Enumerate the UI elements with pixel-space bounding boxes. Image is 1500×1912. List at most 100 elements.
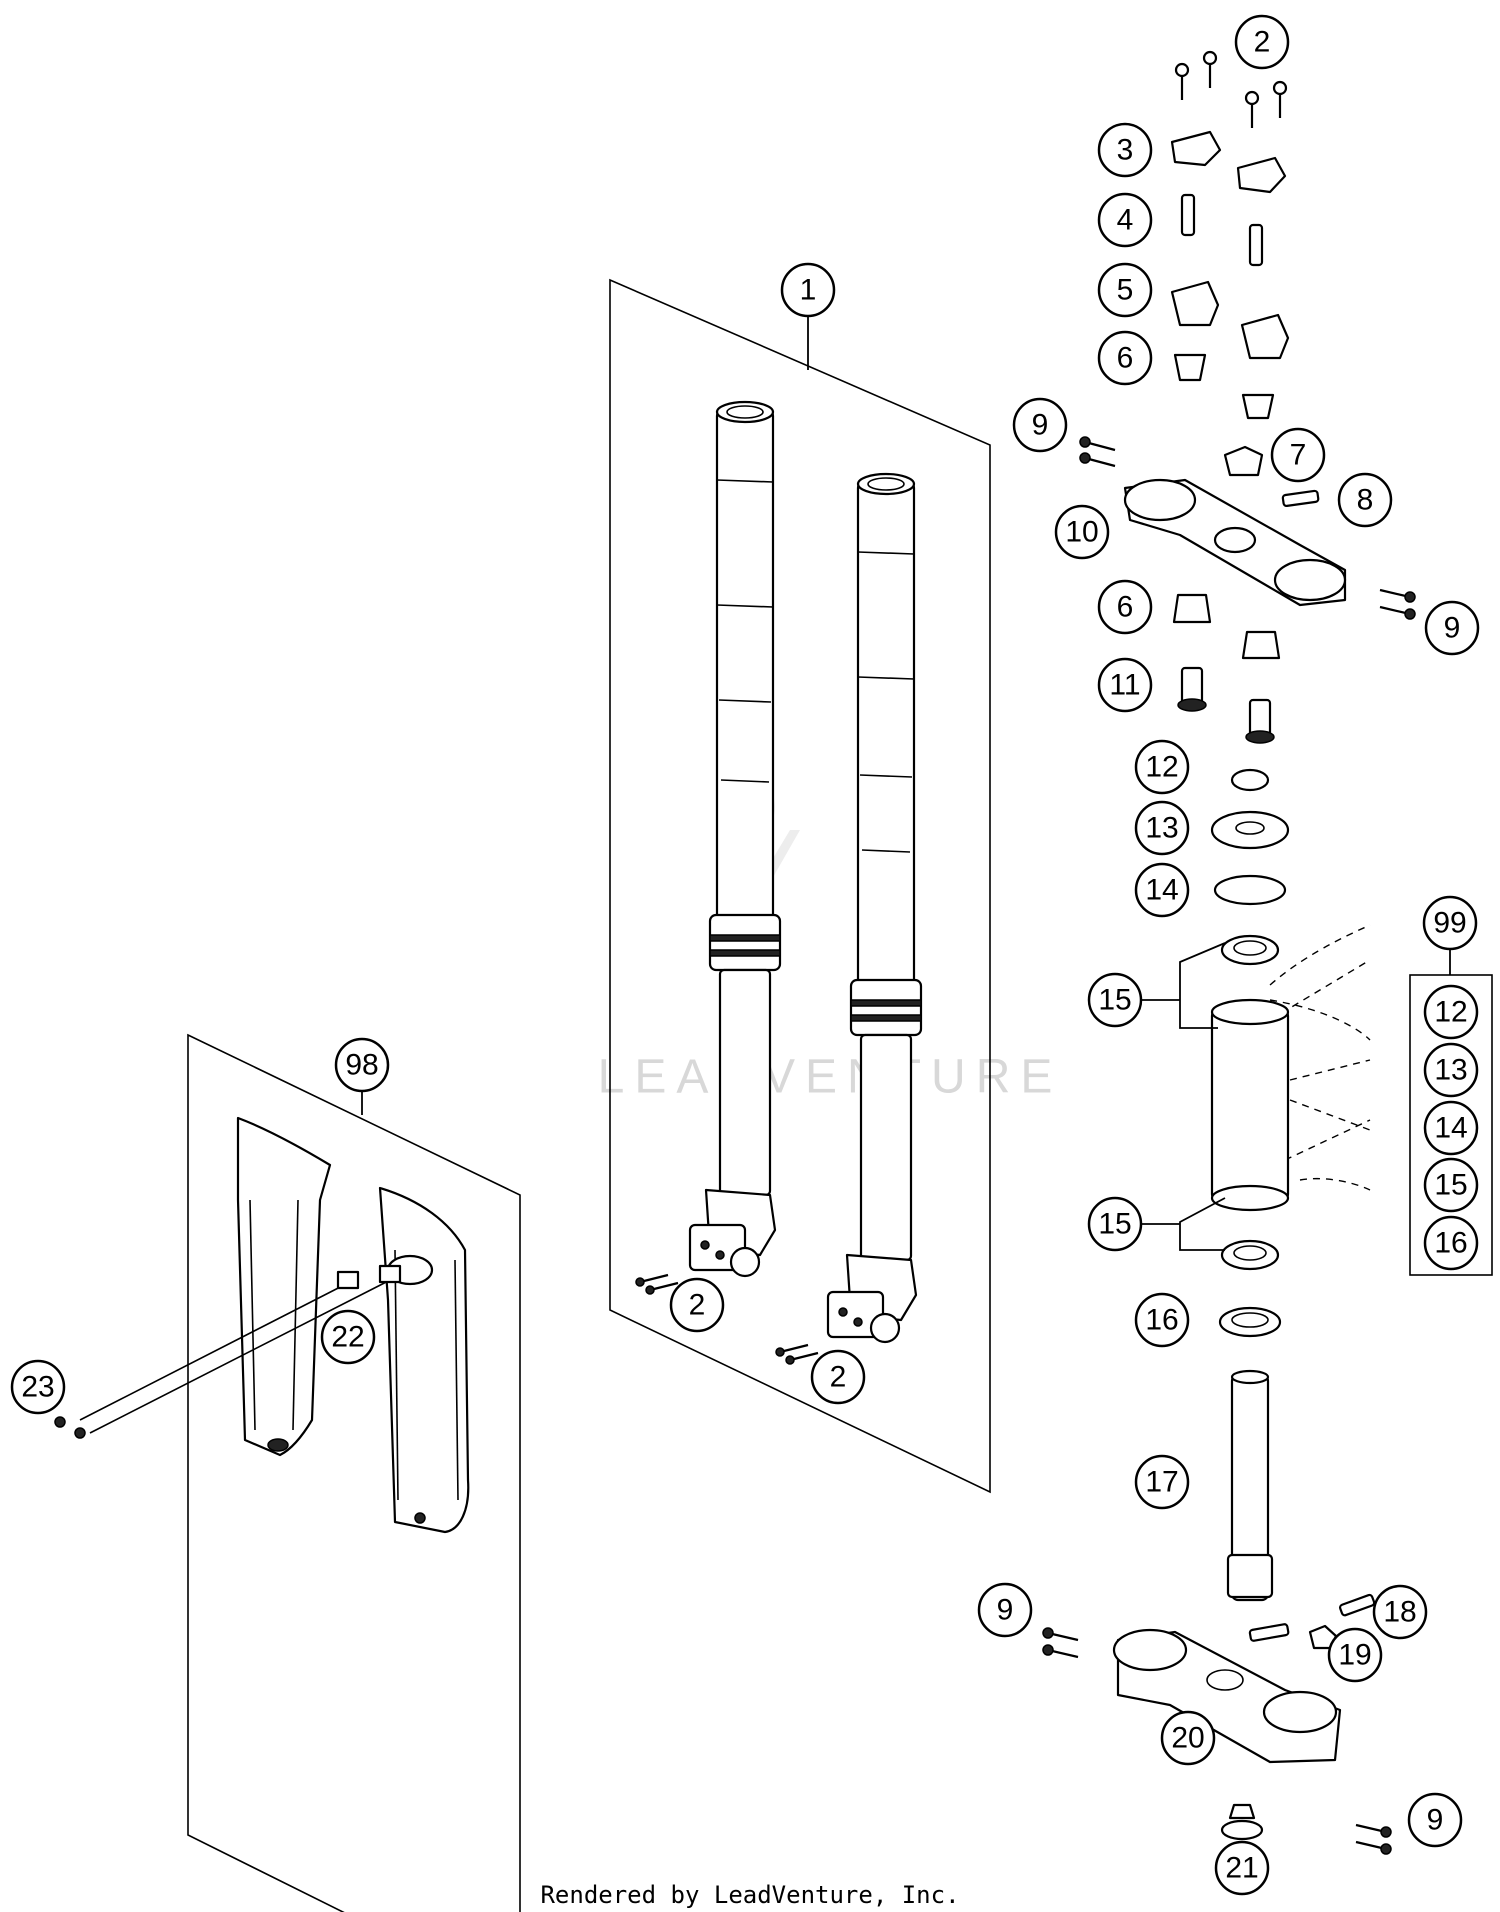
- callout-20: 20: [1160, 1710, 1216, 1766]
- upper-triple-clamp: [1123, 478, 1347, 607]
- svg-text:6: 6: [1117, 591, 1134, 624]
- callout-99: 99: [1422, 895, 1478, 951]
- callout-15-lower: 15: [1087, 1196, 1143, 1252]
- svg-text:15: 15: [1098, 984, 1131, 1017]
- svg-text:15: 15: [1098, 1208, 1131, 1241]
- lower-stem-nut: [1220, 1803, 1264, 1841]
- steering-stem-nut: [1223, 445, 1264, 477]
- top-clamp-bolt: [1281, 489, 1320, 508]
- svg-text:2: 2: [689, 1289, 706, 1322]
- handlebar-holders: [1170, 280, 1290, 360]
- callout-16: 16: [1134, 1292, 1190, 1348]
- steering-stem: [1226, 1369, 1274, 1602]
- callout-12: 12: [1134, 739, 1190, 795]
- callout-2-right-leg: 2: [810, 1349, 866, 1405]
- svg-text:2: 2: [830, 1361, 847, 1394]
- svg-text:13: 13: [1145, 812, 1178, 845]
- svg-text:8: 8: [1357, 484, 1374, 517]
- svg-text:19: 19: [1338, 1639, 1371, 1672]
- svg-text:1: 1: [800, 274, 817, 307]
- svg-text:12: 12: [1434, 996, 1467, 1029]
- fork-guard-left: [236, 1116, 332, 1457]
- callout-4: 4: [1097, 192, 1153, 248]
- callout-11: 11: [1097, 657, 1153, 713]
- callout-98: 98: [334, 1037, 390, 1093]
- svg-text:17: 17: [1145, 1466, 1178, 1499]
- lower-clamp-bolts-right: [1355, 1823, 1392, 1855]
- svg-text:7: 7: [1290, 439, 1307, 472]
- handlebar-clamp-top: [1170, 130, 1287, 194]
- watermark-text: LEADVENTURE: [598, 1051, 1063, 1104]
- svg-text:98: 98: [345, 1049, 378, 1082]
- svg-text:9: 9: [1032, 409, 1049, 442]
- callout-13: 13: [1134, 800, 1190, 856]
- callout-15-upper: 15: [1087, 972, 1143, 1028]
- svg-text:9: 9: [1427, 1804, 1444, 1837]
- panel-fork-guards: [187, 1033, 521, 1912]
- svg-text:14: 14: [1434, 1112, 1467, 1145]
- top-clamp-bolts-left: [1079, 436, 1116, 468]
- svg-text:15: 15: [1434, 1169, 1467, 1202]
- svg-text:16: 16: [1434, 1227, 1467, 1260]
- svg-text:16: 16: [1145, 1304, 1178, 1337]
- svg-text:10: 10: [1065, 516, 1098, 549]
- callout-19: 19: [1327, 1627, 1383, 1683]
- svg-text:2: 2: [1254, 26, 1271, 59]
- callout-6-upper: 6: [1097, 330, 1153, 386]
- kit-99-item-13: 13: [1423, 1042, 1479, 1098]
- steering-stop-bolt: [1248, 1593, 1376, 1642]
- svg-text:23: 23: [21, 1371, 54, 1404]
- svg-text:99: 99: [1433, 907, 1466, 940]
- fork-leg-left: [688, 400, 782, 1278]
- kit-99-item-16: 16: [1423, 1215, 1479, 1271]
- handlebar-mount-bolts: [1180, 193, 1264, 267]
- callout-18: 18: [1372, 1584, 1428, 1640]
- svg-text:4: 4: [1117, 204, 1134, 237]
- svg-text:9: 9: [1444, 612, 1461, 645]
- callout-7: 7: [1270, 427, 1326, 483]
- svg-text:18: 18: [1383, 1596, 1416, 1629]
- callout-9-lower-left: 9: [977, 1582, 1033, 1638]
- callout-14: 14: [1134, 862, 1190, 918]
- top-clamp-bolts-right: [1379, 588, 1416, 620]
- lower-seal-ring: [1218, 1306, 1282, 1338]
- svg-text:6: 6: [1117, 342, 1134, 375]
- svg-text:13: 13: [1434, 1054, 1467, 1087]
- kit-99-item-12: 12: [1423, 984, 1479, 1040]
- fork-leg-right: [826, 472, 923, 1344]
- fork-guard-right: [378, 1186, 470, 1534]
- guard-screws: [54, 1264, 402, 1439]
- clamp-bolts-right-leg: [775, 1343, 819, 1365]
- callout-21: 21: [1214, 1840, 1270, 1896]
- svg-text:14: 14: [1145, 874, 1178, 907]
- panel-fork-assembly: [609, 278, 991, 1494]
- svg-text:22: 22: [331, 1321, 364, 1354]
- clamp-bolts-left-leg: [635, 1273, 679, 1295]
- svg-text:5: 5: [1117, 274, 1134, 307]
- callout-8: 8: [1337, 472, 1393, 528]
- rubber-bushings-upper: [1173, 353, 1275, 420]
- callout-9-lower-right: 9: [1407, 1792, 1463, 1848]
- lower-clamp-bolts-left: [1042, 1627, 1079, 1659]
- callout-5: 5: [1097, 262, 1153, 318]
- svg-text:3: 3: [1117, 134, 1134, 167]
- kit-99-item-15: 15: [1423, 1157, 1479, 1213]
- dust-cover: [1210, 810, 1290, 850]
- repair-kit-99-box: [1409, 948, 1493, 1276]
- steering-head-bearings: [1210, 934, 1290, 1271]
- callout-2-top: 2: [1234, 14, 1290, 70]
- o-ring: [1213, 874, 1287, 906]
- handlebar-clamp-bolts: [1174, 50, 1288, 128]
- footer-credit: Rendered by LeadVenture, Inc.: [540, 1881, 959, 1909]
- lower-triple-clamp: [1112, 1628, 1342, 1764]
- svg-text:12: 12: [1145, 751, 1178, 784]
- callout-9-upper-right: 9: [1424, 600, 1480, 656]
- svg-text:20: 20: [1171, 1722, 1204, 1755]
- svg-text:21: 21: [1225, 1852, 1258, 1885]
- callout-9-upper-left: 9: [1012, 397, 1068, 453]
- callout-1: 1: [780, 262, 836, 318]
- kit-99-item-14: 14: [1423, 1100, 1479, 1156]
- callout-6-lower: 6: [1097, 579, 1153, 635]
- svg-text:9: 9: [997, 1594, 1014, 1627]
